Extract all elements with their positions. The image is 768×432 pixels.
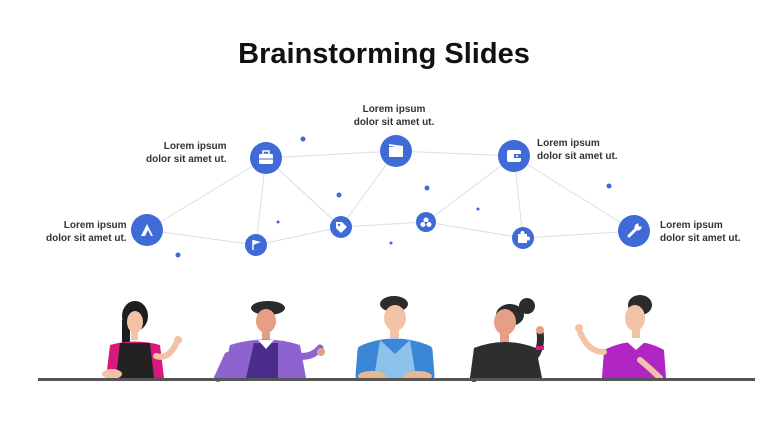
label-line1: Lorem ipsum <box>537 138 600 149</box>
label-line2: dolor sit amet ut. <box>146 154 227 165</box>
person-man-magenta <box>575 295 666 381</box>
label-line2: dolor sit amet ut. <box>660 233 741 244</box>
video-icon <box>380 135 412 167</box>
briefcase-icon <box>250 142 282 174</box>
person-man-blue <box>355 296 435 381</box>
person-man-purple <box>214 301 325 382</box>
label-line2: dolor sit amet ut. <box>46 233 127 244</box>
decorative-dots <box>175 136 612 258</box>
tag-icon <box>330 216 352 238</box>
wallet-icon <box>498 140 530 172</box>
label-line1: Lorem ipsum <box>660 220 723 231</box>
hiking-icon <box>131 214 163 246</box>
label-line2: dolor sit amet ut. <box>353 117 435 128</box>
label-line1: Lorem ipsum <box>362 104 426 115</box>
slide-title: Brainstorming Slides <box>238 38 530 70</box>
wrench-icon <box>618 215 650 247</box>
person-woman-pink <box>102 301 182 379</box>
person-woman-black <box>470 298 544 382</box>
label-right-bottom: Lorem ipsum dolor sit amet ut. <box>660 219 741 245</box>
label-line1: Lorem ipsum <box>163 141 227 152</box>
label-line2: dolor sit amet ut. <box>537 151 618 162</box>
label-line1: Lorem ipsum <box>63 220 127 231</box>
label-top-center: Lorem ipsum dolor sit amet ut. <box>344 103 444 129</box>
label-right-top: Lorem ipsum dolor sit amet ut. <box>537 137 618 163</box>
flag-icon <box>245 234 267 256</box>
label-left-top: Lorem ipsum dolor sit amet ut. <box>146 140 227 166</box>
puzzle-icon <box>512 227 534 249</box>
biohazard-icon <box>416 212 436 232</box>
label-left-bottom: Lorem ipsum dolor sit amet ut. <box>46 219 127 245</box>
table-edge <box>38 378 755 381</box>
